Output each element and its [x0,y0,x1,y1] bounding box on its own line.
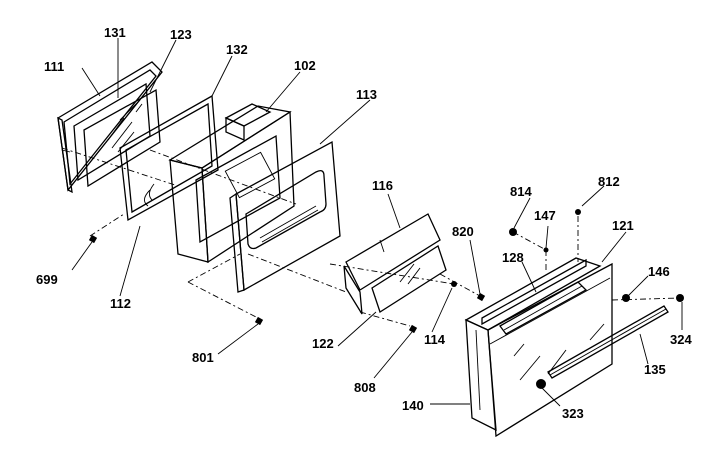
label-112: 112 [110,296,131,311]
label-102: 102 [294,58,316,73]
part-116-bracket [343,213,441,315]
label-140: 140 [402,398,424,413]
label-135: 135 [644,362,666,377]
part-123-glass-pane [83,88,161,188]
label-801: 801 [192,350,214,365]
label-122: 122 [312,336,334,351]
construction-lines [61,147,681,327]
label-820: 820 [452,224,474,239]
part-screws [88,209,684,389]
label-699: 699 [36,272,58,287]
label-323: 323 [562,406,584,421]
part-121-front-glass [487,262,613,438]
part-140-front-frame [464,257,602,432]
label-123: 123 [170,27,192,42]
label-324: 324 [670,332,692,347]
part-102-door-liner [168,103,295,264]
label-812: 812 [598,174,620,189]
label-131: 131 [104,25,126,40]
part-132-gasket [119,94,219,222]
part-122-glass [371,245,447,313]
label-146: 146 [648,264,670,279]
label-113: 113 [356,87,377,102]
label-814: 814 [510,184,532,199]
part-113-inner-panel [229,140,341,293]
label-132: 132 [226,42,248,57]
label-147: 147 [534,208,556,223]
label-121: 121 [612,218,634,233]
label-114: 114 [424,332,446,347]
label-128: 128 [502,250,524,265]
leader-lines [71,38,683,407]
label-808: 808 [354,380,376,395]
part-135-handle [547,305,669,379]
label-116: 116 [372,178,393,193]
label-111: 111 [44,59,64,74]
part-labels: 111 131 123 132 102 113 116 814 812 147 … [36,25,692,421]
